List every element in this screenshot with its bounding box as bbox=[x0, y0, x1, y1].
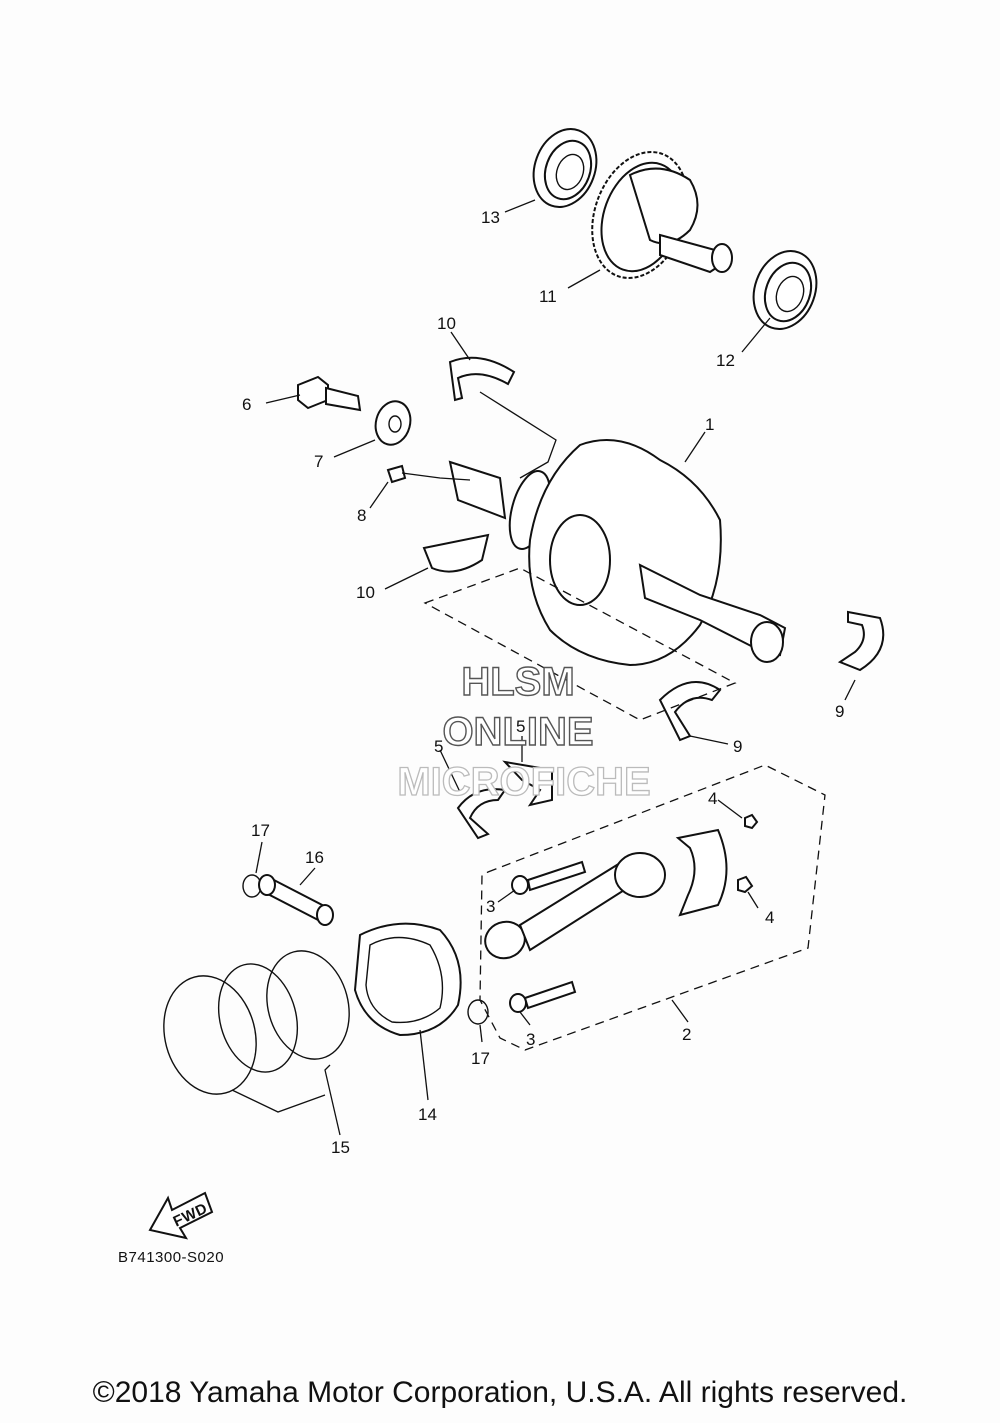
callout-3-lower: 3 bbox=[526, 1030, 535, 1049]
bearing-shell-10-lower bbox=[422, 533, 490, 573]
piston-rings-15 bbox=[163, 950, 350, 1095]
watermark-line-3: MICROFICHE bbox=[397, 760, 650, 804]
callout-14: 14 bbox=[418, 1105, 437, 1124]
conrod-bearing-5-right bbox=[502, 760, 553, 807]
callout-6: 6 bbox=[242, 395, 251, 414]
balancer-gear-11 bbox=[591, 151, 733, 279]
callout-9-lower: 9 bbox=[733, 737, 742, 756]
connecting-rod-2 bbox=[484, 813, 759, 1013]
callout-8: 8 bbox=[357, 506, 366, 525]
conrod-assembly-outline bbox=[479, 764, 826, 1051]
conrod-bearing-5-left bbox=[456, 788, 507, 840]
callout-2: 2 bbox=[682, 1025, 691, 1044]
callout-5-left: 5 bbox=[434, 737, 443, 756]
callout-3-upper: 3 bbox=[486, 897, 495, 916]
callout-17-right: 17 bbox=[471, 1049, 490, 1068]
callout-11: 11 bbox=[539, 287, 557, 306]
bearing-shell-9-right bbox=[837, 610, 885, 672]
callout-13: 13 bbox=[481, 208, 500, 227]
crankshaft-1 bbox=[448, 439, 787, 667]
callout-15: 15 bbox=[331, 1138, 350, 1157]
bolt-6 bbox=[297, 375, 362, 412]
washer-7 bbox=[374, 400, 412, 446]
bearing-13 bbox=[532, 128, 598, 208]
bearing-12 bbox=[752, 250, 818, 330]
callout-10-upper: 10 bbox=[437, 314, 456, 333]
circlip-17-right bbox=[467, 999, 489, 1025]
callout-10-lower: 10 bbox=[356, 583, 375, 602]
bearing-shell-9-lower bbox=[658, 681, 722, 742]
callout-5-right: 5 bbox=[516, 717, 525, 736]
piston-14 bbox=[353, 922, 462, 1037]
callout-9-right: 9 bbox=[835, 702, 844, 721]
callout-4-lower: 4 bbox=[765, 908, 774, 927]
crank-journal-outline bbox=[423, 567, 737, 721]
fwd-arrow-icon: FWD bbox=[148, 1191, 214, 1240]
copyright-notice: ©2018 Yamaha Motor Corporation, U.S.A. A… bbox=[92, 1376, 908, 1409]
key-8 bbox=[386, 464, 407, 484]
piston-pin-16 bbox=[258, 874, 334, 926]
callout-7: 7 bbox=[314, 452, 323, 471]
diagram-code: B741300-S020 bbox=[118, 1249, 224, 1266]
callout-12: 12 bbox=[716, 351, 735, 370]
watermark-line-2: ONLINE bbox=[442, 710, 593, 754]
leader-lines bbox=[231, 199, 856, 1136]
watermark-line-1: HLSM bbox=[461, 660, 574, 704]
callout-4-upper: 4 bbox=[708, 789, 717, 808]
callout-1: 1 bbox=[705, 415, 714, 434]
callout-16: 16 bbox=[305, 848, 324, 867]
callout-17-left: 17 bbox=[251, 821, 270, 840]
bearing-shell-10-upper bbox=[448, 356, 516, 402]
